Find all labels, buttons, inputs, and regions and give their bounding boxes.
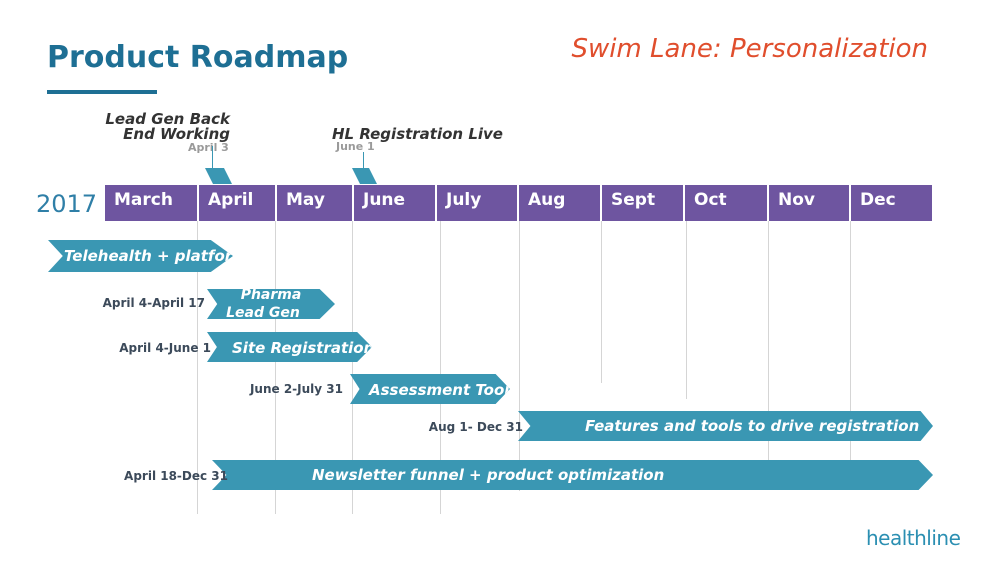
track-label: Lead Gen (226, 305, 300, 321)
grid-line (197, 221, 198, 514)
healthline-logo: healthline (866, 526, 961, 550)
track-site-registration: Site Registration (207, 332, 372, 362)
track-label: Pharma (240, 287, 302, 303)
milestone-marker (363, 152, 364, 168)
milestone-lead-gen: Lead Gen Back End Working (96, 112, 230, 142)
month-oct: Oct (683, 185, 767, 221)
year-label: 2017 (36, 190, 98, 218)
milestone-marker (352, 168, 377, 184)
month-header: March April May June July Aug Sept Oct N… (105, 185, 932, 221)
grid-line (768, 221, 769, 461)
track-label: Assessment Tool (369, 381, 510, 399)
track-date-range: Aug 1- Dec 31 (428, 420, 523, 434)
grid-line (519, 221, 520, 491)
month-may: May (275, 185, 352, 221)
track-label: Features and tools to drive registration (585, 417, 920, 435)
milestone-title: Lead Gen Back (105, 110, 230, 128)
track-date-range: April 4-June 1 (119, 341, 211, 355)
month-march: March (114, 190, 173, 210)
month-july: July (435, 185, 517, 221)
track-features-tools: Features and tools to drive registration (518, 411, 933, 441)
month-april: April (197, 185, 275, 221)
milestone-date: April 3 (188, 141, 229, 154)
month-sept: Sept (600, 185, 683, 221)
logo-text: healthline (866, 526, 961, 550)
track-pharma-lead-gen: Pharma Lead Gen (207, 289, 335, 319)
track-date-range: April 4-April 17 (102, 296, 205, 310)
grid-line (440, 221, 441, 514)
track-label: Telehealth + platform (64, 247, 248, 265)
track-newsletter-funnel: Newsletter funnel + product optimization (212, 460, 933, 490)
month-dec: Dec (849, 185, 932, 221)
milestone-date: June 1 (336, 140, 375, 153)
month-june: June (352, 185, 435, 221)
track-label: Newsletter funnel + product optimization (312, 466, 665, 484)
grid-line (275, 221, 276, 514)
month-aug: Aug (517, 185, 600, 221)
milestone-title: End Working (123, 125, 230, 143)
milestone-title: HL Registration Live (332, 125, 503, 143)
swim-lane-label: Swim Lane: Personalization (571, 34, 928, 64)
track-assessment-tool: Assessment Tool (350, 374, 510, 404)
track-date-range: June 2-July 31 (249, 382, 343, 396)
track-date-range: April 18-Dec 31 (124, 469, 228, 483)
track-telehealth: Telehealth + platform (48, 240, 233, 272)
track-label: Site Registration (232, 339, 375, 357)
grid-line (850, 221, 851, 471)
grid-line (352, 221, 353, 514)
grid-line (686, 221, 687, 399)
grid-line (601, 221, 602, 383)
title-underline (47, 90, 157, 94)
page-title: Product Roadmap (47, 40, 349, 75)
month-nov: Nov (767, 185, 849, 221)
milestone-marker (212, 146, 213, 168)
milestone-marker (205, 168, 232, 184)
